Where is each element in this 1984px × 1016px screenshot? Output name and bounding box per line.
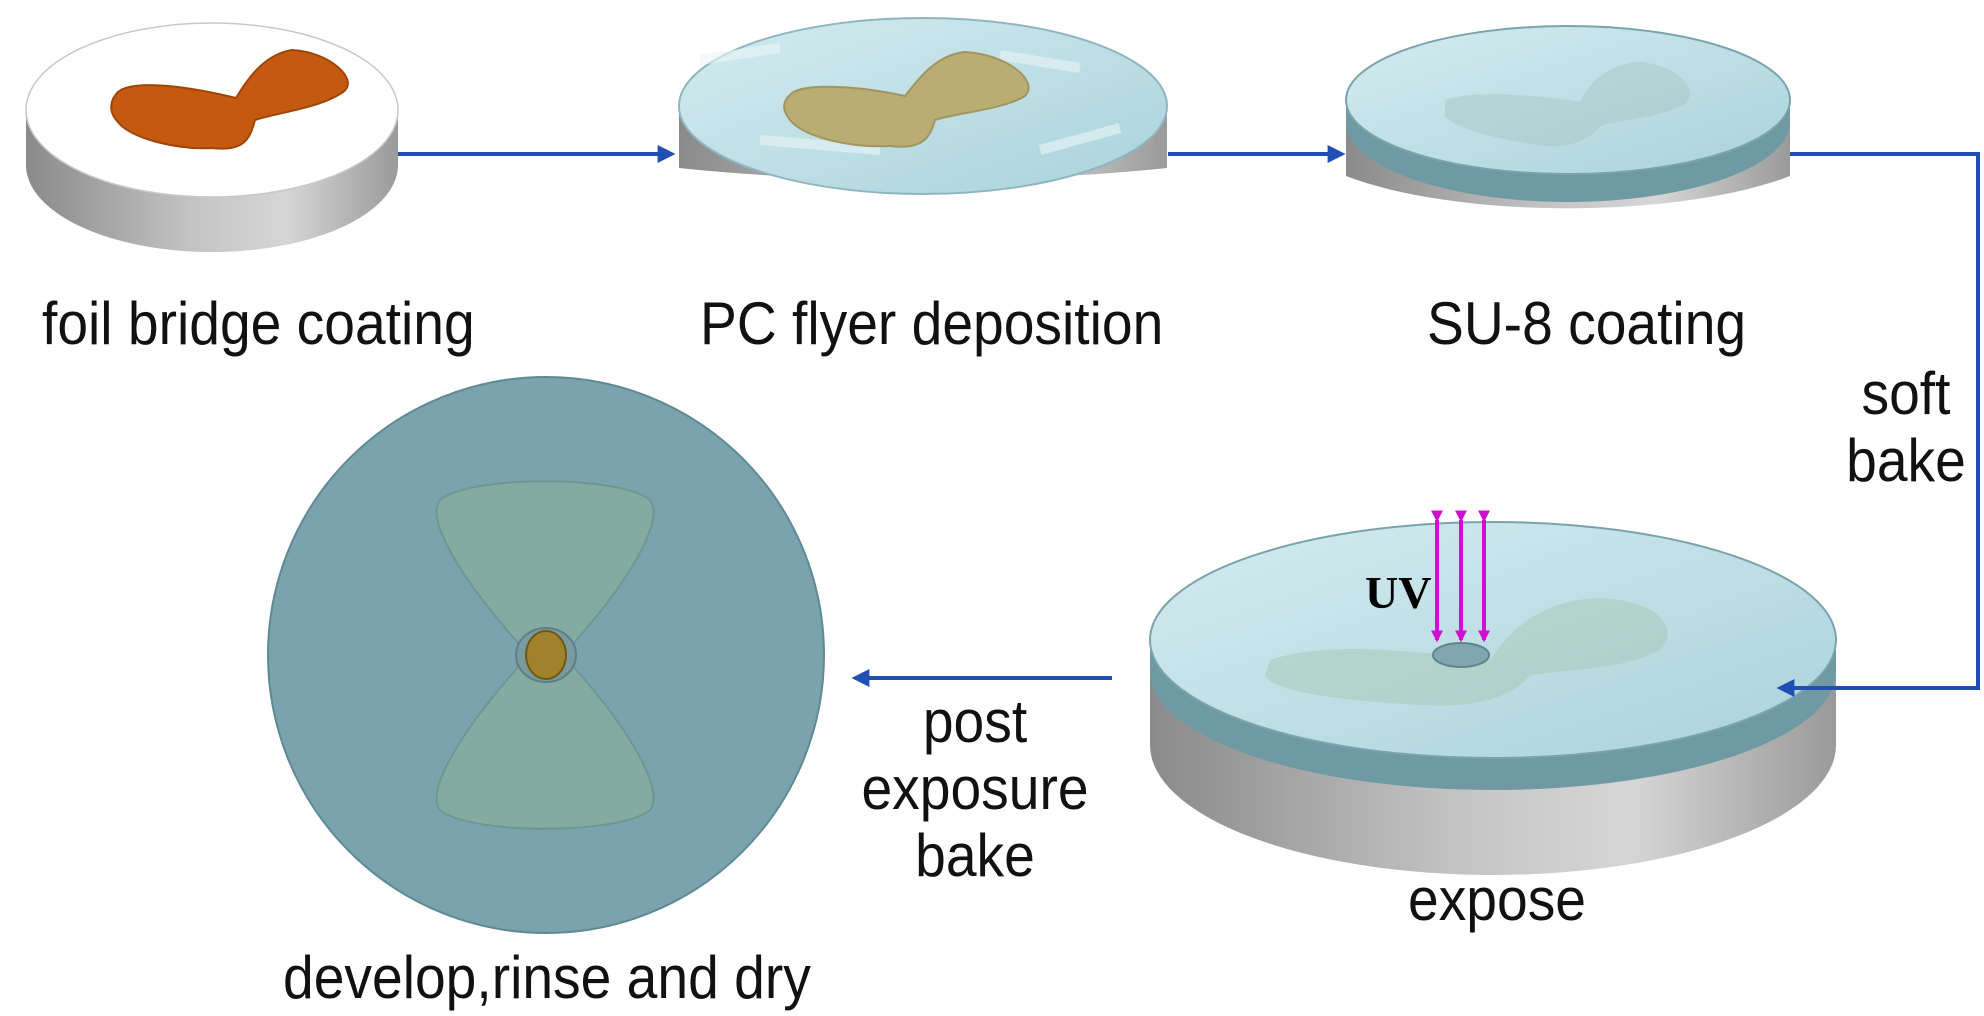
post-exposure-bake-line-3: bake <box>915 822 1035 890</box>
label-develop-rinse-dry: develop,rinse and dry <box>283 944 811 1011</box>
label-expose: expose <box>1408 866 1587 933</box>
soft-bake-line-2: bake <box>1846 427 1966 495</box>
uv-label: UV <box>1365 567 1432 618</box>
label-post-exposure-bake: post exposure bake <box>851 688 1099 890</box>
foil-bridge-shape <box>110 48 349 150</box>
arrow-step3-to-step4 <box>1776 152 1980 697</box>
exposed-spot <box>1432 642 1490 668</box>
wafer-expose <box>1149 521 1837 875</box>
label-foil-bridge-coating: foil bridge coating <box>42 290 475 357</box>
wafer-foil-bridge <box>25 22 399 252</box>
flyer-chamber <box>525 630 567 680</box>
post-exposure-bake-line-1: post <box>922 688 1028 755</box>
bowtie-lower <box>435 664 655 830</box>
soft-bake-line-1: soft <box>1861 360 1951 427</box>
bowtie-upper <box>435 480 655 646</box>
label-su8-coating: SU-8 coating <box>1427 290 1747 357</box>
wafer-pc-flyer <box>678 17 1168 195</box>
foil-bridge-under-flyer <box>783 50 1030 148</box>
label-pc-flyer-deposition: PC flyer deposition <box>700 290 1164 357</box>
wafer-developed-top-view <box>267 376 825 934</box>
wafer-su8 <box>1345 25 1791 209</box>
post-exposure-bake-line-2: exposure <box>861 755 1089 823</box>
uv-rays <box>1431 510 1490 643</box>
label-soft-bake: soft bake <box>1832 360 1979 494</box>
